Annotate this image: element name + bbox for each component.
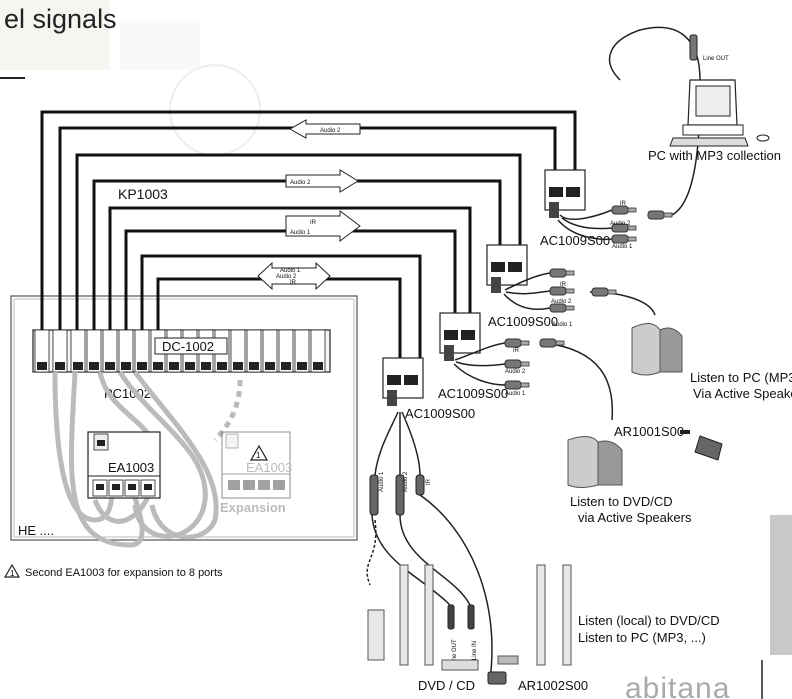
kp1003-label: KP1003 [118, 186, 168, 202]
home-theatre-system [367, 564, 572, 671]
listen-local-1: Listen (local) to DVD/CD [578, 613, 720, 628]
footnote-warning-icon [3, 563, 21, 578]
listen-pc-1: Listen to PC (MP3, ...) [690, 370, 792, 385]
wall-box-2-label: AC1009S00 [488, 314, 558, 329]
arrow-audio1-label: Audio 1 [290, 230, 311, 236]
wb1-audio1: Audio 1 [612, 244, 633, 250]
listen-local-2: Listen to PC (MP3, ...) [578, 630, 706, 645]
listen-dvd-1: Listen to DVD/CD [570, 494, 673, 509]
wall-box-3 [439, 312, 481, 361]
pc-mp3-label: PC with MP3 collection [648, 148, 781, 163]
ar1001-receiver [680, 430, 723, 461]
dc1002-box [154, 337, 228, 355]
footnote-warning-number: 1 [10, 569, 15, 578]
expansion-warning-icon [249, 444, 269, 461]
active-speakers-dvd [567, 436, 623, 488]
wb2-ir: IR [560, 282, 567, 288]
wall-box-3-cables [453, 342, 614, 421]
ea1003-expansion-module [221, 431, 291, 499]
wb1-ir: IR [620, 201, 627, 207]
wall-box-2-cables [503, 272, 656, 316]
footnote-text: Second EA1003 for expansion to 8 ports [25, 567, 223, 579]
expansion-label: Expansion [220, 500, 286, 515]
wall-box-1-label: AC1009S00 [540, 233, 610, 248]
page-title: el signals [4, 4, 117, 34]
side-tab [770, 515, 792, 655]
wb3-audio1: Audio 1 [505, 391, 526, 397]
listen-dvd-2: via Active Speakers [578, 510, 692, 525]
arrow-audio2-top [288, 119, 361, 139]
wb3-ir: IR [513, 348, 520, 354]
ar1002-label: AR1002S00 [518, 678, 588, 693]
wb2-audio1: Audio 1 [552, 322, 573, 328]
wall-box-3-label: AC1009S00 [438, 386, 508, 401]
arrow-audio2-top-label: Audio 2 [320, 128, 341, 134]
arrow-combined-audio1: Audio 1 [280, 268, 301, 274]
wall-box-1 [544, 169, 586, 218]
arrow-audio2-label: Audio 2 [290, 180, 311, 186]
wb3-audio2: Audio 2 [505, 369, 526, 375]
dvd-label: DVD / CD [418, 678, 475, 693]
wb4-audio2: Audio 2 [403, 471, 409, 492]
wb4-audio1: Audio 1 [379, 471, 385, 492]
pc-computer [669, 79, 770, 147]
dc1002-label: DC-1002 [162, 339, 214, 354]
expansion-warning-number: 1 [256, 451, 261, 460]
wall-box-2 [486, 244, 528, 293]
arrow-ir-audio1 [285, 210, 361, 242]
arrow-combined [257, 261, 331, 291]
dvd-line-in: Line IN [472, 641, 478, 660]
ea1003-label: EA1003 [108, 460, 154, 475]
ar1002-receiver [487, 671, 507, 685]
ea1003-expansion-label: EA1003 [246, 460, 292, 475]
wb4-ir: IR [426, 478, 432, 485]
pc-line-out-plug [689, 34, 698, 61]
ar1001-label: AR1001S00 [614, 424, 684, 439]
wall-box-4 [382, 357, 424, 406]
ea1003-module [87, 431, 161, 499]
arrow-ir-label: IR [310, 220, 317, 226]
dvd-plugs [369, 474, 475, 630]
wb1-audio2: Audio 2 [610, 221, 631, 227]
pc-line-out-label: Line OUT [703, 56, 729, 62]
arrow-combined-ir: IR [290, 280, 297, 286]
wall-box-4-label: AC1009S00 [405, 406, 475, 421]
dvd-line-out: Line OUT [452, 639, 458, 665]
arrow-audio2 [285, 169, 359, 193]
background-decoration [0, 0, 261, 156]
arrow-combined-audio2: Audio 2 [276, 274, 297, 280]
brand-logo: abitana [625, 672, 730, 699]
he-label: HE .... [18, 523, 54, 538]
wb2-audio2: Audio 2 [551, 299, 572, 305]
listen-pc-2: Via Active Speakers [693, 386, 792, 401]
active-speakers-pc [631, 323, 683, 376]
